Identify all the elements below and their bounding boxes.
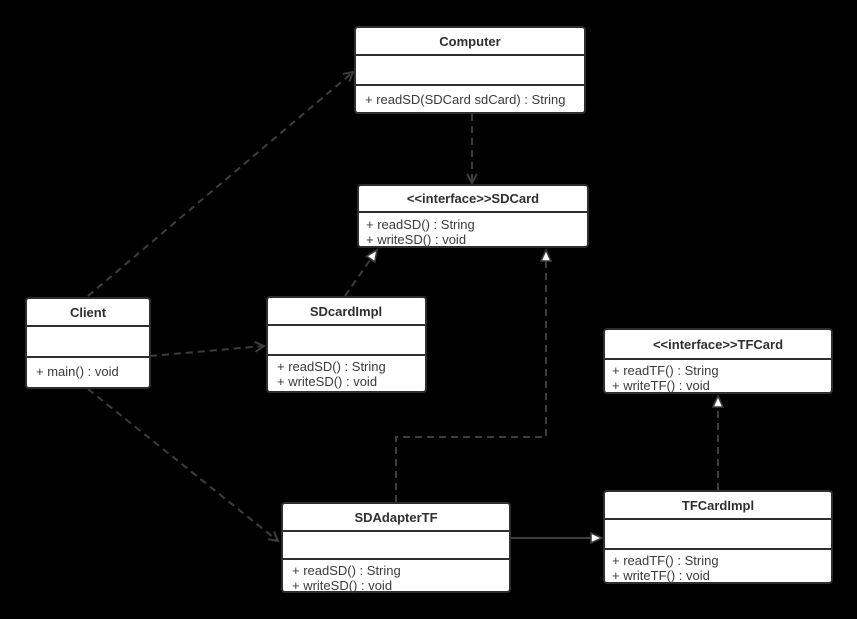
relationships bbox=[87, 72, 725, 545]
class-client-title: Client bbox=[70, 305, 107, 320]
realization-sdcardimpl-to-sdcard bbox=[344, 248, 379, 297]
class-sdadaptertf-box bbox=[281, 502, 511, 593]
class-computer-method: + readSD(SDCard sdCard) : String bbox=[365, 92, 566, 107]
class-tfcardimpl-method: + readTF() : String bbox=[612, 553, 719, 568]
class-client-box bbox=[25, 297, 151, 389]
class-sdcardimpl-box bbox=[266, 296, 427, 393]
dependency-client-to-computer bbox=[87, 72, 353, 297]
interface-tfcard-title: <<interface>>TFCard bbox=[653, 337, 783, 352]
interface-sdcard-method: + readSD() : String bbox=[366, 217, 475, 232]
class-computer-box bbox=[354, 26, 586, 114]
class-computer-title: Computer bbox=[439, 34, 500, 49]
class-tfcardimpl-title: TFCardImpl bbox=[682, 498, 754, 513]
interface-tfcard-method: + writeTF() : void bbox=[612, 378, 710, 393]
class-sdcardimpl-method: + writeSD() : void bbox=[277, 374, 377, 389]
class-client-method: + main() : void bbox=[36, 364, 119, 379]
class-tfcardimpl: TFCardImpl + readTF() : String + writeTF… bbox=[603, 490, 833, 584]
class-computer: Computer + readSD(SDCard sdCard) : Strin… bbox=[354, 26, 586, 114]
interface-tfcard: <<interface>>TFCard + readTF() : String … bbox=[603, 328, 833, 394]
interface-tfcard-method: + readTF() : String bbox=[612, 363, 719, 378]
class-client: Client + main() : void bbox=[25, 297, 151, 389]
class-sdcardimpl-title: SDcardImpl bbox=[310, 304, 382, 319]
interface-sdcard-box bbox=[357, 184, 589, 248]
interface-tfcard-box bbox=[603, 328, 833, 394]
class-sdadaptertf: SDAdapterTF + readSD() : String + writeS… bbox=[281, 502, 511, 593]
class-sdadaptertf-method: + writeSD() : void bbox=[292, 578, 392, 593]
class-sdadaptertf-method: + readSD() : String bbox=[292, 563, 401, 578]
dependency-client-to-sdadaptertf bbox=[87, 388, 278, 541]
class-tfcardimpl-method: + writeTF() : void bbox=[612, 568, 710, 583]
interface-sdcard: <<interface>>SDCard + readSD() : String … bbox=[357, 184, 589, 248]
class-sdcardimpl-method: + readSD() : String bbox=[277, 359, 386, 374]
interface-sdcard-title: <<interface>>SDCard bbox=[407, 191, 539, 206]
class-tfcardimpl-box bbox=[603, 490, 833, 584]
class-sdadaptertf-title: SDAdapterTF bbox=[354, 510, 437, 525]
class-sdcardimpl: SDcardImpl + readSD() : String + writeSD… bbox=[266, 296, 427, 393]
interface-sdcard-method: + writeSD() : void bbox=[366, 232, 466, 247]
